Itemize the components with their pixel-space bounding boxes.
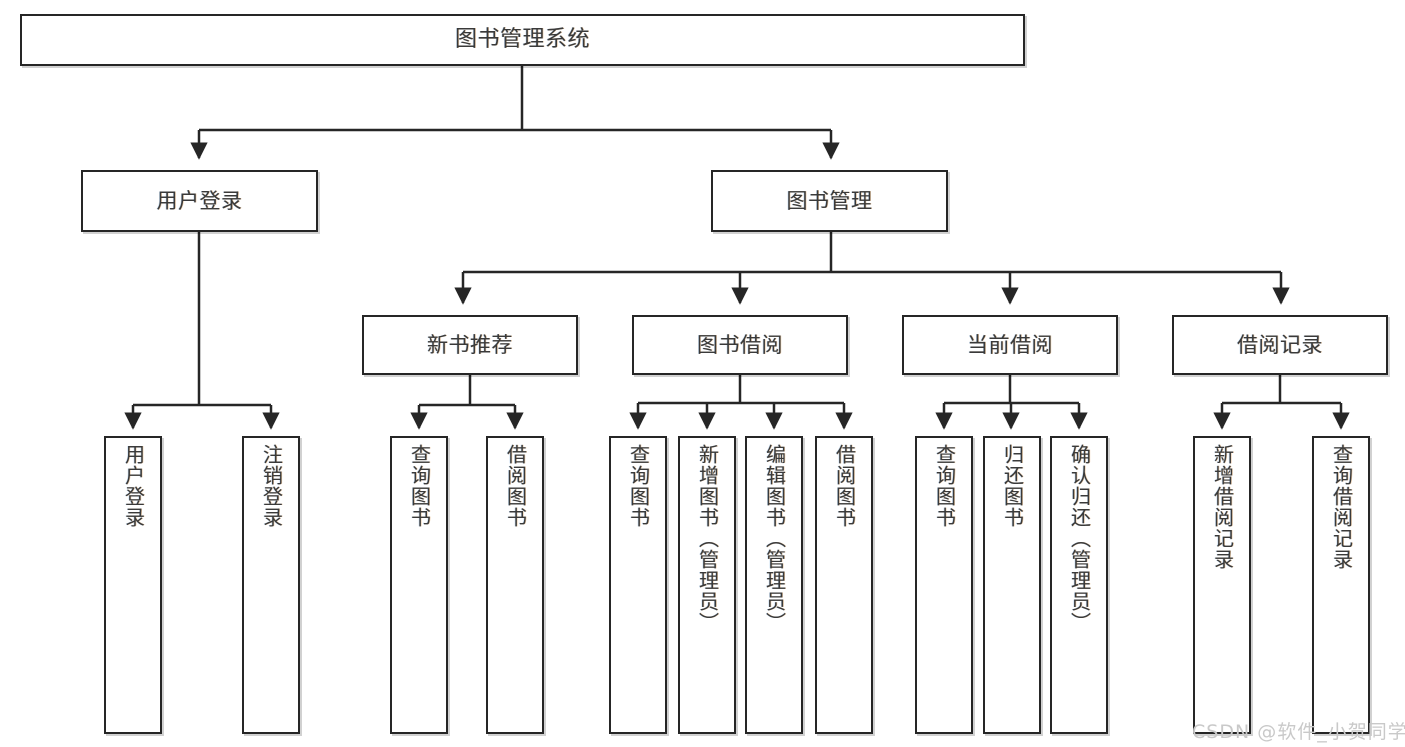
leaf-user-login-logout[interactable]: 注销登录 [242, 436, 300, 734]
node-label: 借阅记录 [1237, 332, 1323, 357]
node-label: 注销登录 [259, 444, 284, 528]
leaf-user-login-login[interactable]: 用户登录 [104, 436, 162, 734]
node-new-book-recommend[interactable]: 新书推荐 [362, 315, 578, 375]
node-label: 新书推荐 [427, 332, 513, 357]
leaf-new-book-query[interactable]: 查询图书 [390, 436, 448, 734]
node-label: 新增图书（管理员） [695, 444, 720, 633]
leaf-book-borrow-edit[interactable]: 编辑图书（管理员） [745, 436, 803, 734]
leaf-new-book-borrow[interactable]: 借阅图书 [486, 436, 544, 734]
node-label: 当前借阅 [967, 332, 1053, 357]
node-label: 图书管理 [786, 188, 873, 213]
node-label: 图书借阅 [697, 332, 783, 357]
node-label: 用户登录 [121, 444, 146, 528]
node-label: 用户登录 [156, 188, 243, 213]
node-label: 查询图书 [932, 444, 957, 528]
leaf-current-borrow-confirm-return[interactable]: 确认归还（管理员） [1050, 436, 1108, 734]
node-book-management[interactable]: 图书管理 [711, 170, 948, 232]
leaf-borrow-record-add[interactable]: 新增借阅记录 [1193, 436, 1251, 734]
node-root-system[interactable]: 图书管理系统 [20, 14, 1025, 66]
leaf-book-borrow-borrow[interactable]: 借阅图书 [815, 436, 873, 734]
node-current-borrow[interactable]: 当前借阅 [902, 315, 1118, 375]
node-borrow-record[interactable]: 借阅记录 [1172, 315, 1388, 375]
node-book-borrow[interactable]: 图书借阅 [632, 315, 848, 375]
node-label: 查询图书 [407, 444, 432, 528]
node-label: 编辑图书（管理员） [762, 444, 787, 633]
node-label: 查询图书 [626, 444, 651, 528]
csdn-watermark: CSDN @软件_小贺同学 [1192, 721, 1405, 743]
leaf-current-borrow-return[interactable]: 归还图书 [983, 436, 1041, 734]
leaf-borrow-record-query[interactable]: 查询借阅记录 [1312, 436, 1370, 734]
leaf-book-borrow-query[interactable]: 查询图书 [609, 436, 667, 734]
node-label: 归还图书 [1000, 444, 1025, 528]
node-label: 新增借阅记录 [1210, 444, 1235, 570]
node-label: 借阅图书 [503, 444, 528, 528]
leaf-book-borrow-add[interactable]: 新增图书（管理员） [678, 436, 736, 734]
node-label: 图书管理系统 [454, 27, 590, 53]
node-user-login[interactable]: 用户登录 [81, 170, 318, 232]
leaf-current-borrow-query[interactable]: 查询图书 [915, 436, 973, 734]
node-label: 确认归还（管理员） [1067, 444, 1092, 633]
node-label: 查询借阅记录 [1329, 444, 1354, 570]
node-label: 借阅图书 [832, 444, 857, 528]
